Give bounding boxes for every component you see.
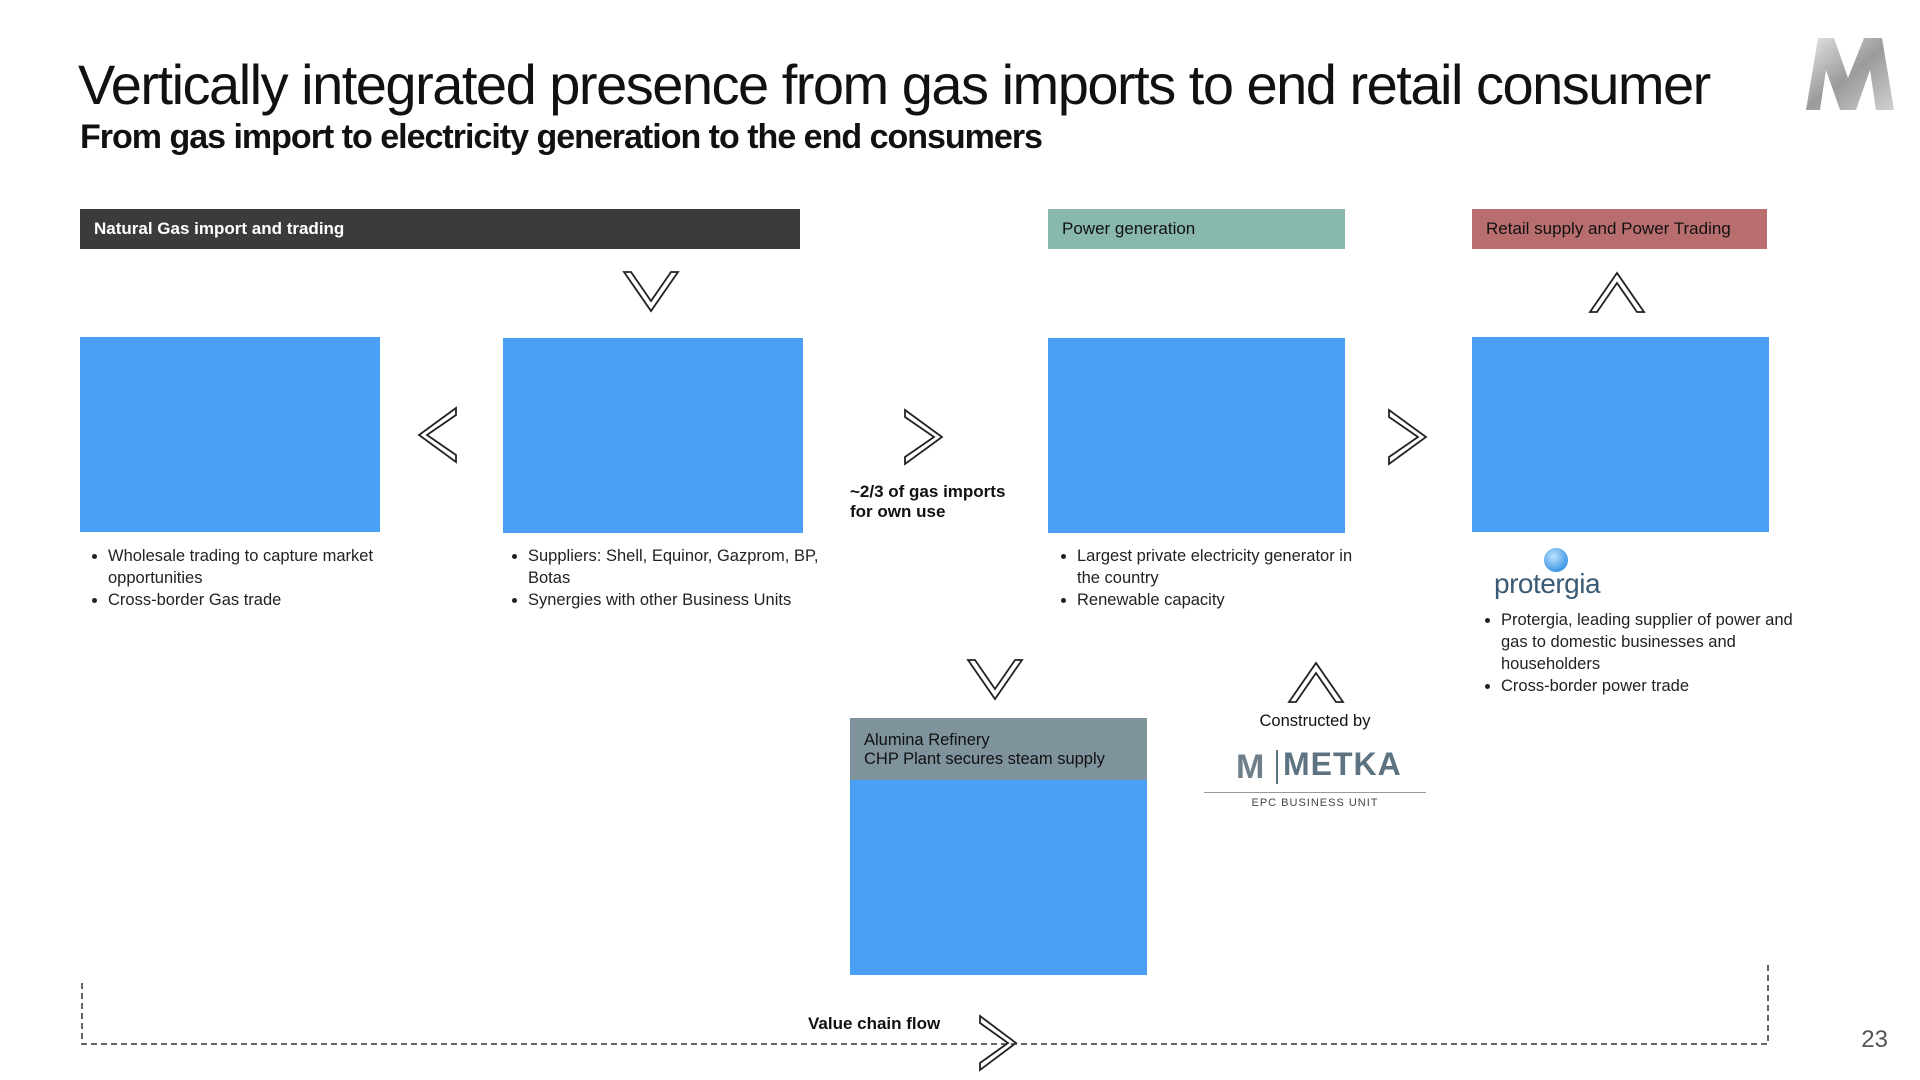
arrow-left-icon <box>417 406 457 464</box>
arrow-up-icon <box>1287 661 1345 703</box>
page-number: 23 <box>1861 1026 1888 1053</box>
list-item: Cross-border Gas trade <box>108 589 408 611</box>
arrow-down-icon <box>966 659 1024 701</box>
refinery-line: CHP Plant secures steam supply <box>864 750 1105 768</box>
image-retail <box>1472 337 1769 532</box>
metka-logo: METKA <box>1283 746 1402 782</box>
list-item: Largest private electricity generator in… <box>1077 545 1377 589</box>
arrow-up-icon <box>1588 271 1646 313</box>
image-refinery <box>850 778 1147 975</box>
section-header-retail: Retail supply and Power Trading <box>1472 209 1767 249</box>
gas-imports-note: ~2/3 of gas imports for own use <box>850 482 1005 522</box>
metka-divider <box>1276 750 1278 784</box>
image-suppliers <box>503 338 803 533</box>
page-title: Vertically integrated presence from gas … <box>78 53 1711 116</box>
value-chain-line <box>81 965 1769 1045</box>
arrow-right-icon <box>979 1014 1018 1072</box>
protergia-drop-icon <box>1544 548 1568 572</box>
page-subtitle: From gas import to electricity generatio… <box>80 118 1043 156</box>
mytilineos-logo-icon <box>1806 38 1894 110</box>
arrow-right-icon <box>904 408 944 466</box>
bullets-suppliers: Suppliers: Shell, Equinor, Gazprom, BP, … <box>500 545 828 611</box>
constructed-by-label: Constructed by <box>1259 712 1371 730</box>
refinery-header: Alumina Refinery CHP Plant secures steam… <box>850 718 1147 780</box>
list-item: Cross-border power trade <box>1501 675 1801 697</box>
arrow-right-icon <box>1388 408 1428 466</box>
bullets-retail: Protergia, leading supplier of power and… <box>1473 609 1801 697</box>
list-item: Renewable capacity <box>1077 589 1377 611</box>
list-item: Wholesale trading to capture market oppo… <box>108 545 408 589</box>
list-item: Suppliers: Shell, Equinor, Gazprom, BP, … <box>528 545 828 589</box>
section-header-power: Power generation <box>1048 209 1345 249</box>
note-line: for own use <box>850 502 946 521</box>
section-header-gas: Natural Gas import and trading <box>80 209 800 249</box>
list-item: Protergia, leading supplier of power and… <box>1501 609 1801 675</box>
protergia-logo: protergia <box>1494 568 1601 599</box>
note-line: ~2/3 of gas imports <box>850 482 1006 501</box>
bullets-trading: Wholesale trading to capture market oppo… <box>80 545 408 611</box>
value-chain-label: Value chain flow <box>808 1014 941 1033</box>
refinery-line: Alumina Refinery <box>864 731 990 749</box>
metka-m-icon: M <box>1236 748 1265 786</box>
list-item: Synergies with other Business Units <box>528 589 828 611</box>
image-power <box>1048 338 1345 533</box>
arrow-down-icon <box>622 271 680 313</box>
bullets-power: Largest private electricity generator in… <box>1049 545 1377 611</box>
metka-sub-label: EPC BUSINESS UNIT <box>1204 792 1426 809</box>
image-trading <box>80 337 380 532</box>
